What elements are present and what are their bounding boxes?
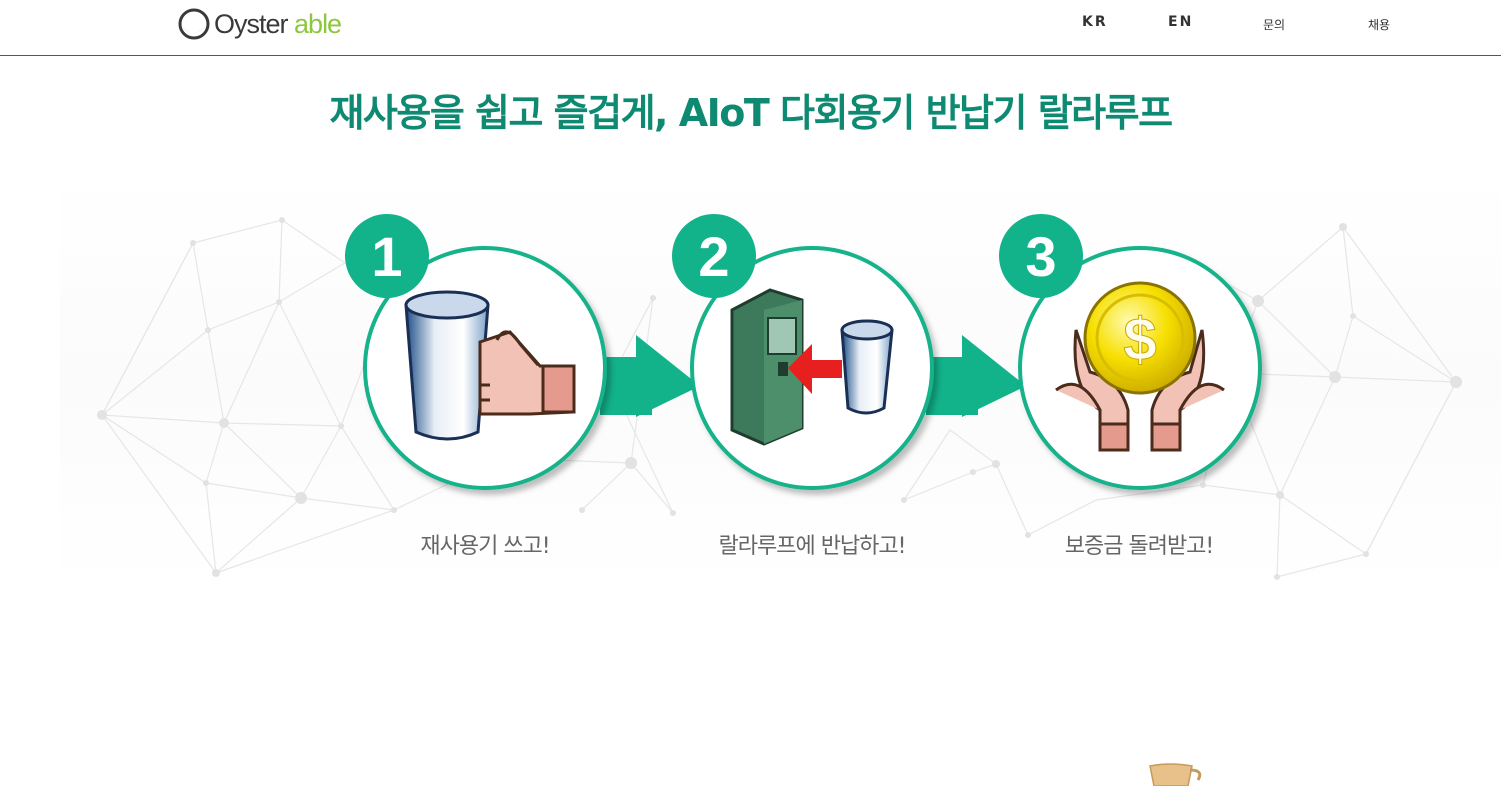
nav-lang-en[interactable]: EN	[1168, 14, 1194, 30]
brand-name-part1: Oyster	[214, 8, 289, 39]
step-3-number: 3	[1025, 225, 1057, 288]
step-3: $	[999, 214, 1262, 490]
svg-text:$: $	[1123, 306, 1156, 373]
brand-logo[interactable]: Oyster able	[178, 7, 342, 41]
step-1-badge	[345, 214, 429, 298]
hero-headline: 재사용을 쉽고 즐겁게, AIoT 다회용기 반납기 랄라루프	[329, 91, 1173, 135]
coffee-cup-image	[1149, 763, 1202, 786]
reusable-cup-in-hand-icon	[404, 290, 576, 441]
arrow-step1-to-2	[600, 335, 700, 417]
coin-in-hands-icon: $	[1055, 281, 1225, 452]
step-1-caption: 재사용기 쓰고!	[420, 534, 550, 559]
step-2-number: 2	[698, 225, 730, 288]
step-1-number: 1	[371, 225, 403, 288]
step-2-caption: 랄라루프에 반납하고!	[718, 534, 907, 559]
step-3-caption: 보증금 돌려받고!	[1064, 534, 1215, 559]
nav-lang-kr[interactable]: KR	[1082, 14, 1108, 30]
site-header: Oyster able KR EN 문의 채용	[0, 0, 1501, 56]
brand-name: Oyster able	[214, 8, 342, 40]
nav-inquiry[interactable]: 문의	[1263, 18, 1286, 32]
arrow-step2-to-3	[926, 335, 1026, 417]
step-3-badge	[999, 214, 1083, 298]
oyster-able-logo-icon	[178, 8, 210, 40]
brand-name-part2: able	[294, 8, 342, 39]
step-2-badge	[672, 214, 756, 298]
step-1	[345, 214, 607, 490]
step-2	[672, 214, 934, 490]
return-kiosk-icon	[730, 288, 894, 446]
nav-careers[interactable]: 채용	[1368, 18, 1391, 32]
